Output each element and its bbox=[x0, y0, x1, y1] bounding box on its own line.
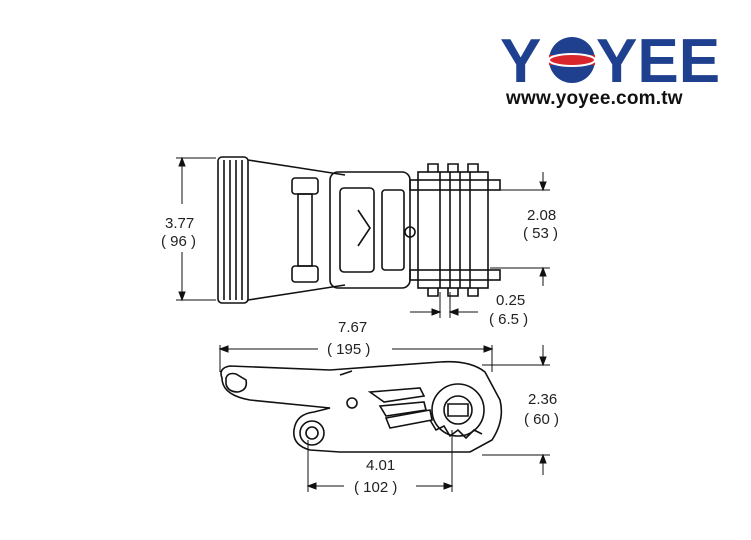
logo-globe-icon bbox=[548, 37, 596, 83]
logo-letters-yee: YEE bbox=[596, 28, 720, 88]
dim-total-height-mm: ( 96 ) bbox=[161, 233, 196, 250]
dim-strap-width-in: 2.08 bbox=[527, 207, 556, 224]
dim-gap-mm: ( 6.5 ) bbox=[489, 311, 528, 328]
dim-overall-length-mm: ( 195 ) bbox=[327, 341, 370, 358]
dim-total-height-in: 3.77 bbox=[165, 215, 194, 232]
website-url: www.yoyee.com.tw bbox=[506, 88, 683, 109]
dim-side-height-mm: ( 60 ) bbox=[524, 411, 559, 428]
dim-gap bbox=[410, 292, 478, 318]
dim-overall-length-in: 7.67 bbox=[338, 319, 367, 336]
yoyee-logo: Y YEE bbox=[500, 28, 720, 88]
dim-pivot-length-in: 4.01 bbox=[366, 457, 395, 474]
dim-total-height bbox=[176, 156, 216, 302]
dim-pivot-length bbox=[306, 430, 454, 492]
dim-strap-width bbox=[490, 172, 550, 286]
dim-gap-in: 0.25 bbox=[496, 292, 525, 309]
dim-overall-length bbox=[218, 345, 494, 372]
dim-side-height bbox=[482, 345, 550, 475]
side-view-buckle bbox=[220, 360, 503, 453]
dim-strap-width-mm: ( 53 ) bbox=[523, 225, 558, 242]
top-view-buckle bbox=[217, 156, 501, 304]
dim-pivot-length-mm: ( 102 ) bbox=[354, 479, 397, 496]
logo-letter-y1: Y bbox=[500, 28, 541, 88]
dim-side-height-in: 2.36 bbox=[528, 391, 557, 408]
